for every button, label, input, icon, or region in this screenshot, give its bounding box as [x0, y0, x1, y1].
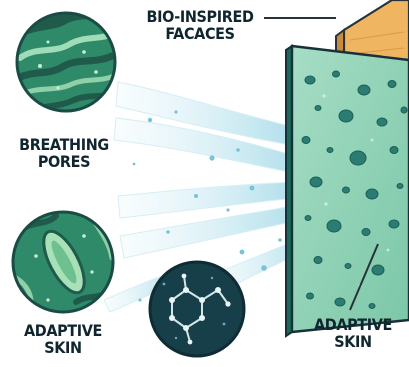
- label-line: ADAPTIVE: [10, 322, 116, 339]
- cell-texture-circle-icon: [16, 0, 115, 112]
- molecule-icon: [150, 262, 244, 356]
- cell-organelle-circle-icon: [13, 212, 113, 312]
- label-line: PORES: [6, 153, 121, 170]
- label-line: FACACES: [137, 25, 263, 42]
- label-line: ADAPTIVE: [304, 316, 403, 333]
- label-line: BREATHING: [6, 136, 121, 153]
- label-adaptive-skin-left: ADAPTIVE SKIN: [10, 322, 116, 356]
- label-breathing-pores: BREATHING PORES: [6, 136, 121, 170]
- porous-facade-panel-icon: [286, 46, 409, 336]
- label-line: SKIN: [10, 339, 116, 356]
- label-bio-inspired-facades: BIO-INSPIRED FACACES: [137, 8, 263, 42]
- label-adaptive-skin-right: ADAPTIVE SKIN: [304, 316, 403, 350]
- label-line: SKIN: [304, 333, 403, 350]
- label-line: BIO-INSPIRED: [137, 8, 263, 25]
